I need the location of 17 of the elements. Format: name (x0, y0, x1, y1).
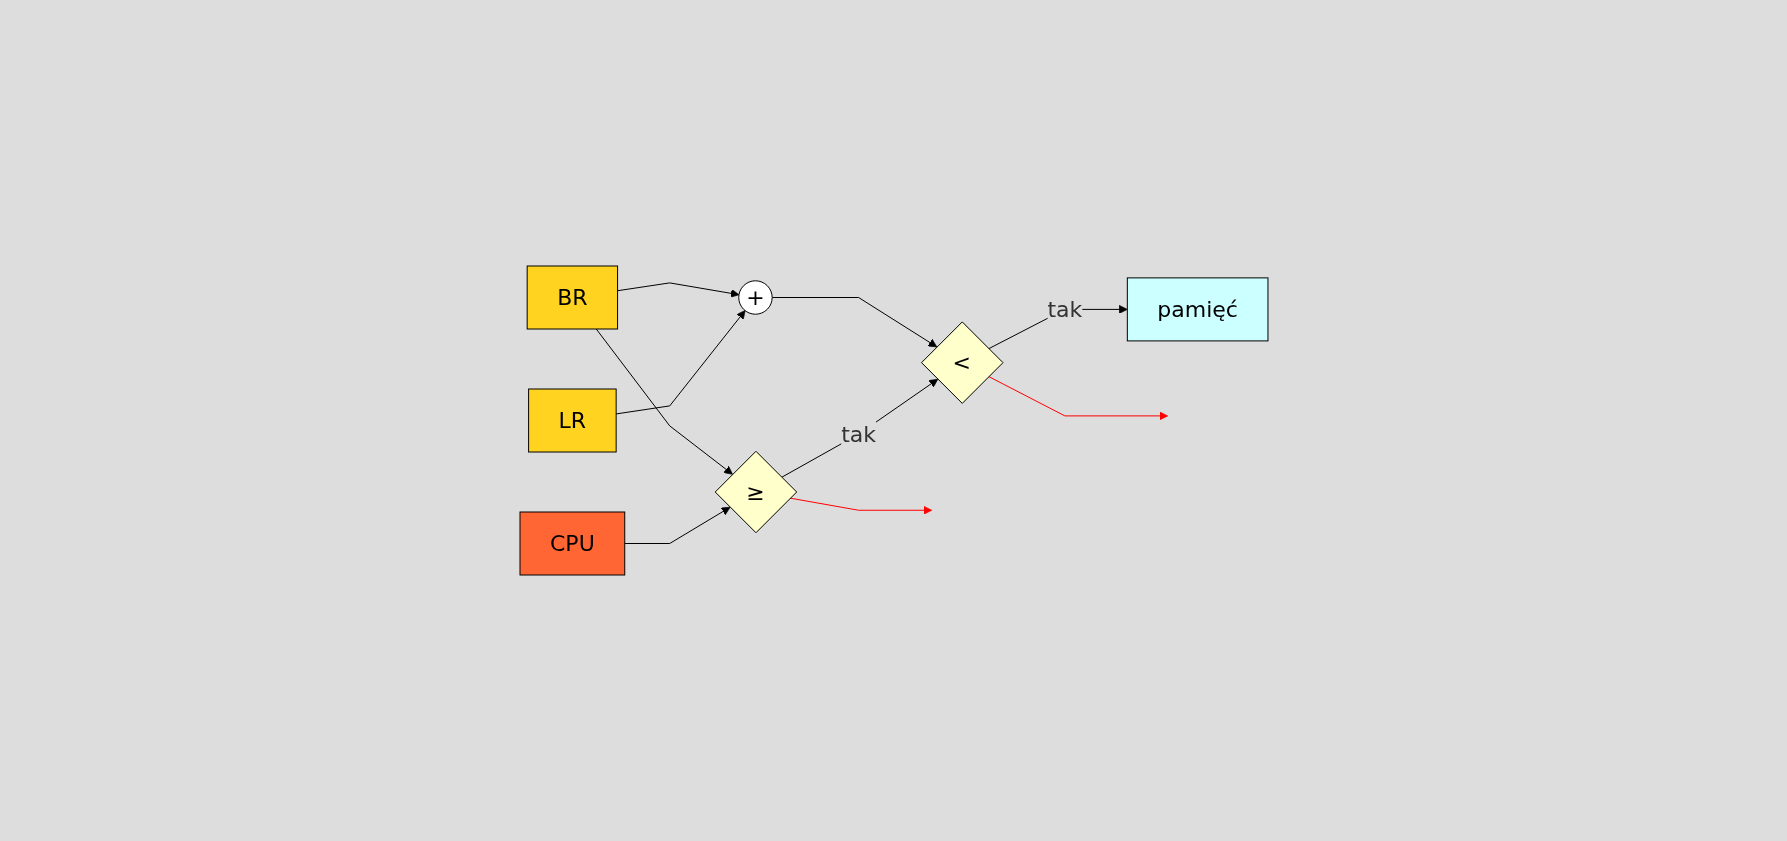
node-box: CPU (519, 511, 625, 576)
edge-label: tak (840, 421, 876, 447)
edge-label: tak (1046, 296, 1082, 322)
arrow (615, 310, 745, 415)
arrow (623, 506, 730, 544)
node-box: BR (526, 265, 618, 330)
node-diamond: < (920, 321, 1003, 404)
node-circle: + (737, 280, 773, 315)
arrow (616, 282, 739, 298)
arrow (987, 376, 1168, 421)
arrow (771, 297, 937, 348)
arrow (780, 378, 938, 478)
node-box: LR (527, 388, 617, 453)
node-diamond: ≥ (714, 450, 797, 534)
arrow (789, 497, 932, 515)
node-box: pamięć (1126, 277, 1268, 342)
arrow (595, 328, 733, 475)
